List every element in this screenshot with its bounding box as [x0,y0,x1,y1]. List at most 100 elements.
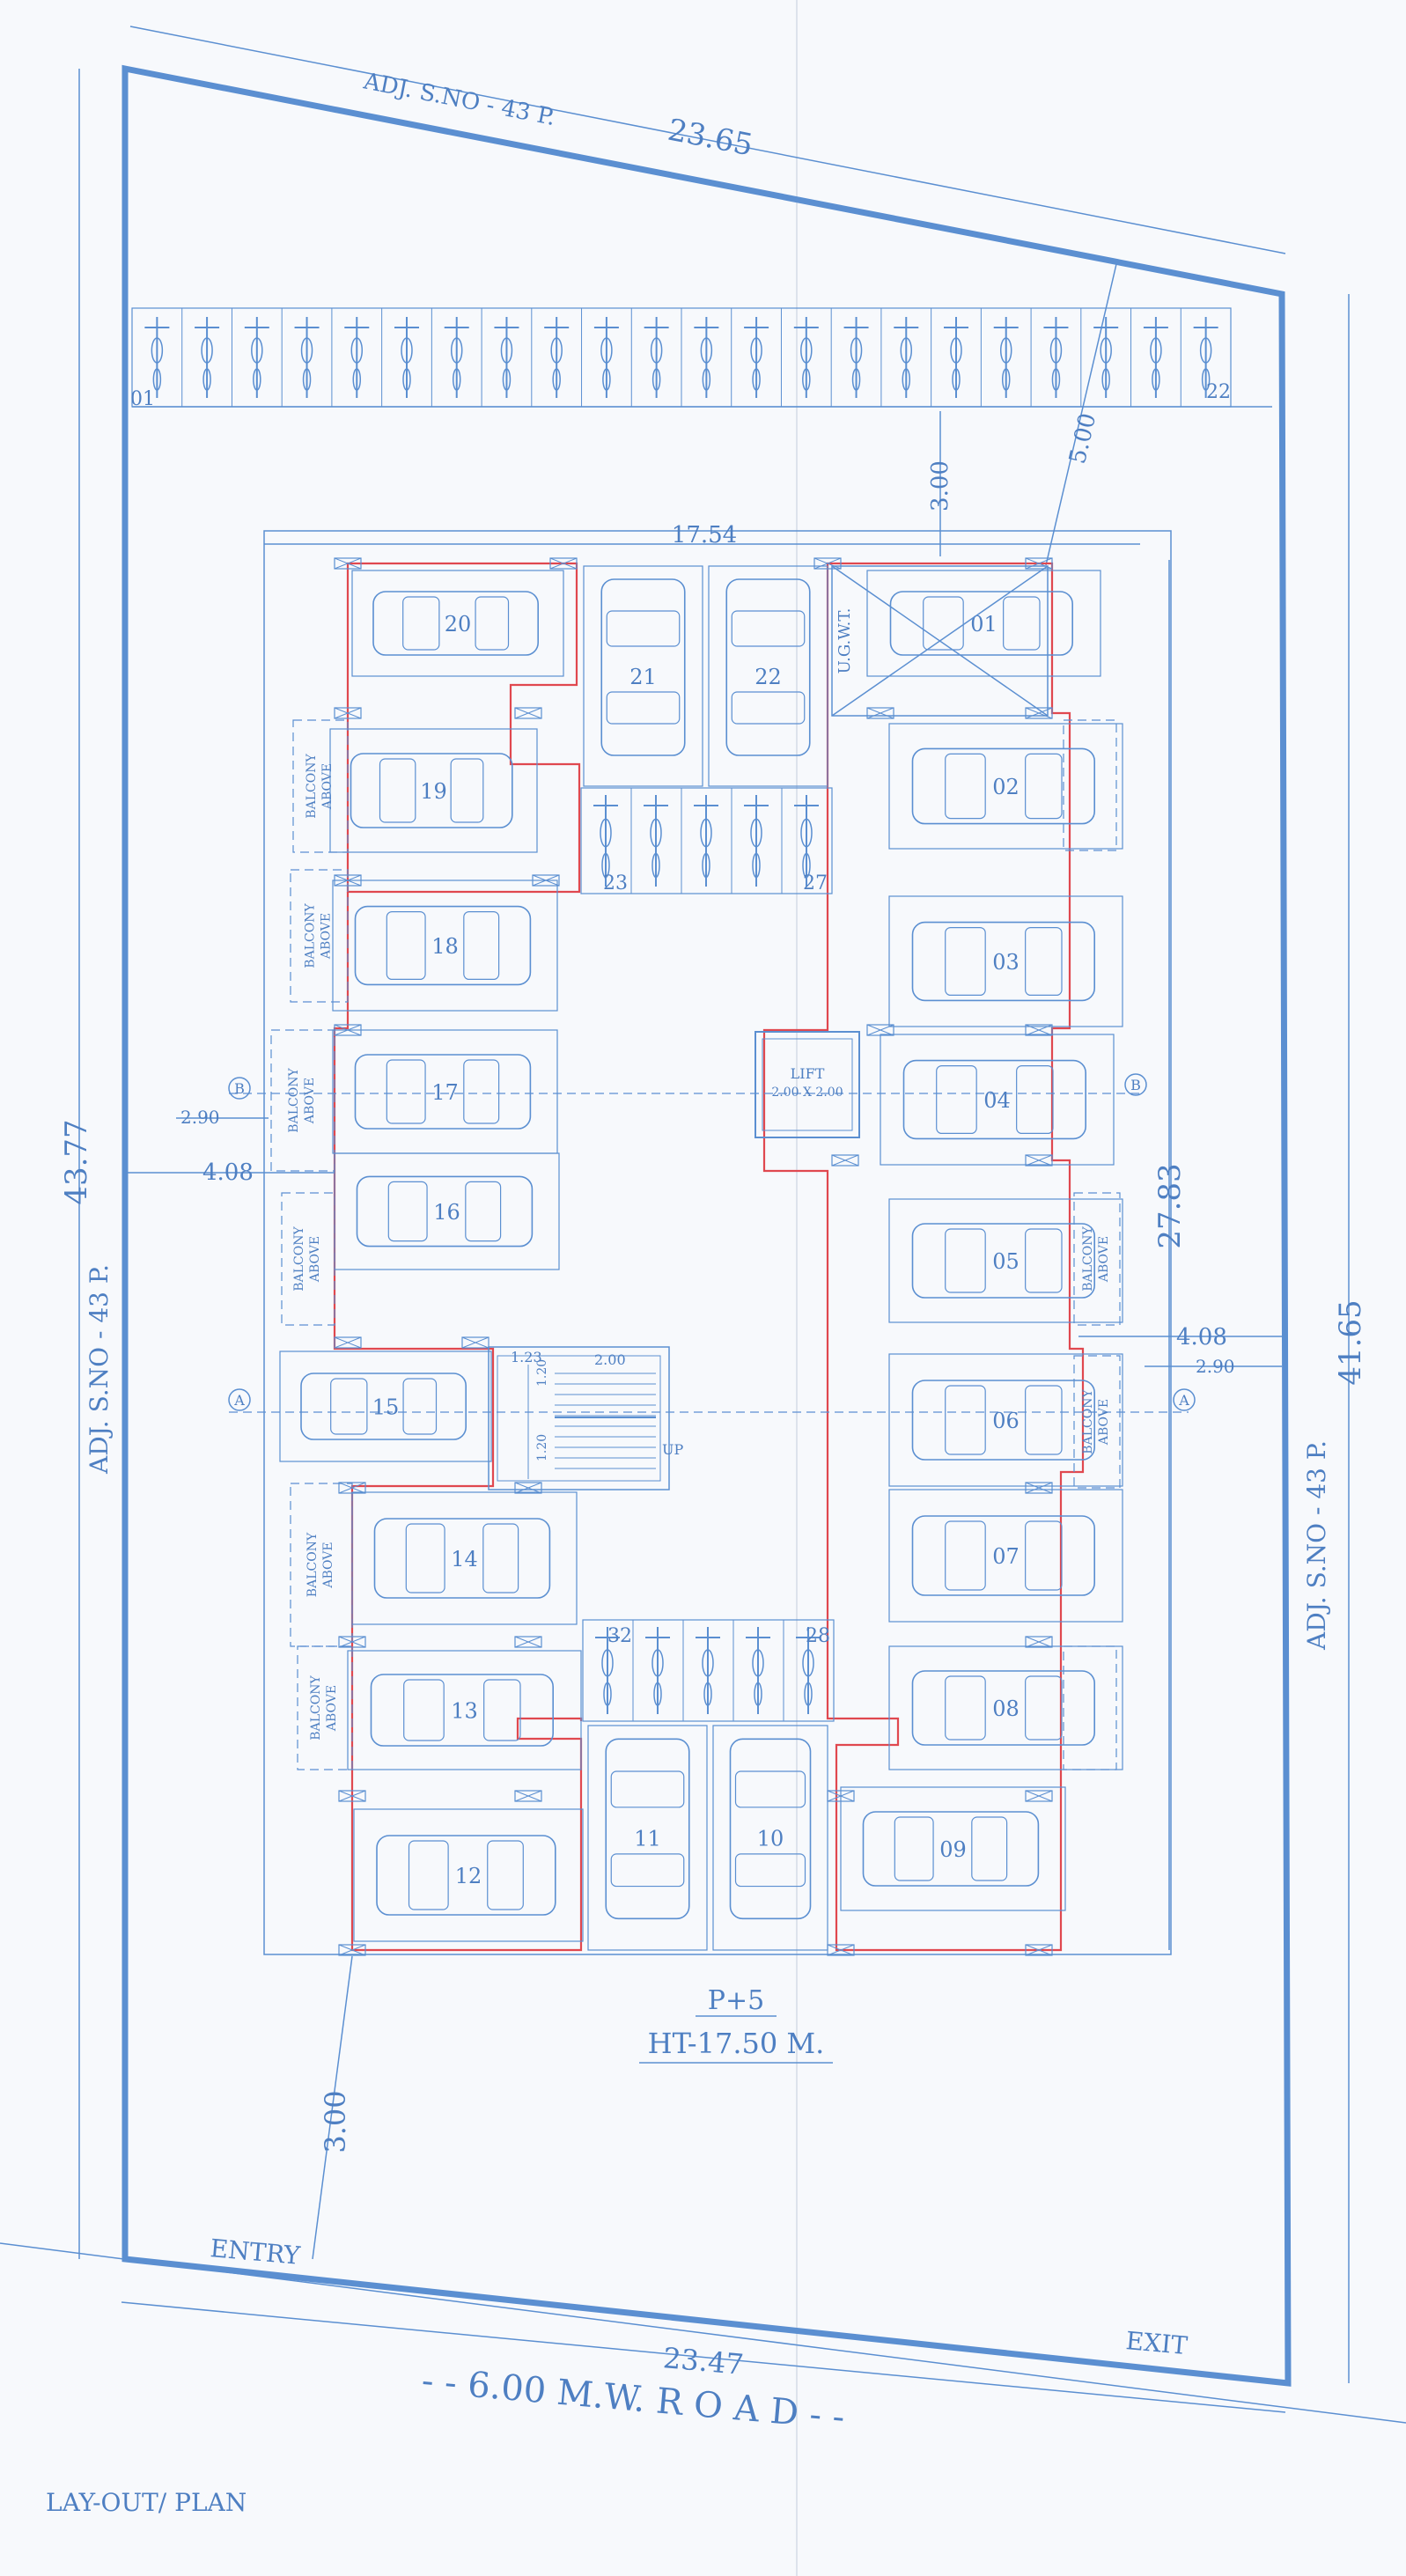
column-marker [549,557,578,570]
parking-bay-20: 20 [351,570,564,677]
setback-top-3-value: 3.00 [927,460,953,512]
building-height-label: HT-17.50 M. [648,2027,825,2060]
parking-bay-19: 19 [329,728,538,853]
parking-bay-number: 09 [939,1837,967,1862]
section-mark-a-left: A [228,1388,251,1411]
two-wheeler-icon [195,317,220,398]
svg-text:A: A [233,1392,245,1409]
parking-bay-12: 12 [353,1808,584,1942]
column-marker [831,1154,859,1167]
parking-bay-03: 03 [888,895,1123,1027]
right-290-value: 2.90 [1196,1356,1235,1377]
parking-bay-11: 11 [587,1725,708,1951]
parking-bay-number: 17 [431,1080,459,1105]
svg-text:BALCONY: BALCONY [1081,1226,1095,1292]
building-width-value: 17.54 [672,522,737,548]
column-marker [514,707,542,719]
two-wheeler-icon [344,317,370,398]
two-wheeler-cluster-lower [582,1619,835,1722]
two-wheeler-icon [244,317,269,398]
column-marker [334,1336,362,1349]
column-marker [813,557,842,570]
parking-bay-14: 14 [351,1491,578,1625]
left-adjacent-label: ADJ. S.NO - 43 P. [85,1264,114,1475]
building-outer-outline [263,530,1172,1955]
parking-bay-number: 22 [755,665,782,689]
column-marker [1025,1790,1053,1802]
car-icon [911,1670,1095,1746]
car-icon [372,591,539,656]
svg-text:ABOVE: ABOVE [1097,1236,1111,1283]
left-dimension-value: 43.77 [59,1119,94,1204]
column-marker [338,1482,366,1494]
two-wheeler-mid-start-number: 23 [603,872,628,894]
parking-bay-number: 21 [629,665,657,689]
column-marker [866,707,894,719]
parking-bay-number: 20 [445,612,472,637]
car-icon [911,921,1095,1002]
svg-text:B: B [1130,1077,1141,1093]
svg-text:BALCONY: BALCONY [292,1226,306,1292]
site-boundary [121,64,1292,2387]
parking-bay-number: 05 [992,1249,1020,1274]
parking-bay-06: 06 [888,1353,1123,1487]
svg-text:BALCONY: BALCONY [1081,1389,1095,1454]
left-408-value: 4.08 [202,1159,254,1186]
car-icon [376,1835,556,1916]
underground-water-tank: U.G.W.T. [831,565,1049,717]
column-marker [338,1944,366,1956]
two-wheeler-mid-end-number: 27 [803,872,828,894]
column-marker [338,1790,366,1802]
parking-bay-15: 15 [279,1351,492,1462]
lift-label: LIFT [791,1065,825,1082]
stair-dim-200: 2.00 [594,1351,626,1368]
car-icon [354,905,532,986]
svg-text:BALCONY: BALCONY [287,1068,301,1133]
svg-text:ABOVE: ABOVE [1097,1399,1111,1446]
column-marker [827,1944,855,1956]
stair-dim-120-upper: 1.20 [535,1359,549,1387]
two-wheeler-start-number: 01 [130,388,155,410]
car-icon [356,1175,534,1248]
two-wheeler-icon [144,317,170,398]
car-parking-bays: 0102030405060708091011121314151617181920… [279,557,1123,1956]
stair-dim-120-lower: 1.20 [535,1434,549,1461]
column-marker [334,1024,362,1036]
two-wheeler-icon [294,317,320,398]
two-wheeler-parking-strip [131,307,1232,408]
two-wheeler-icon [744,317,769,398]
car-icon [373,1518,551,1599]
parking-bay-22: 22 [708,565,828,787]
left-290-value: 2.90 [180,1107,220,1128]
two-wheeler-icon [593,795,618,887]
balcony-above [1063,719,1117,851]
column-marker [1025,707,1053,719]
two-wheeler-end-number: 22 [1206,381,1231,403]
car-icon [911,1380,1095,1461]
column-marker [1025,1636,1053,1648]
parking-bay-number: 02 [992,775,1020,799]
column-marker [1025,1154,1053,1167]
svg-text:ABOVE: ABOVE [320,763,335,810]
svg-text:BALCONY: BALCONY [309,1675,323,1741]
two-wheeler-icon [644,795,668,887]
two-wheeler-icon [894,317,919,398]
building-depth-value: 27.83 [1152,1163,1188,1248]
setback-bottom-line [312,1955,353,2260]
staircase: 1.23 2.00 1.20 1.20 UP [488,1346,683,1490]
setback-5m-line [1045,263,1117,566]
car-icon [300,1373,467,1440]
parking-bay-08: 08 [888,1645,1123,1770]
column-marker [514,1636,542,1648]
two-wheeler-icon [1043,317,1069,398]
parking-bay-number: 03 [992,950,1020,975]
structural-columns [334,557,1053,1956]
two-wheeler-icon [645,1627,670,1714]
parking-bay-number: 12 [455,1864,482,1888]
car-icon [911,1223,1095,1299]
section-mark-b-left: B [228,1077,251,1100]
parking-bay-number: 01 [970,612,997,637]
